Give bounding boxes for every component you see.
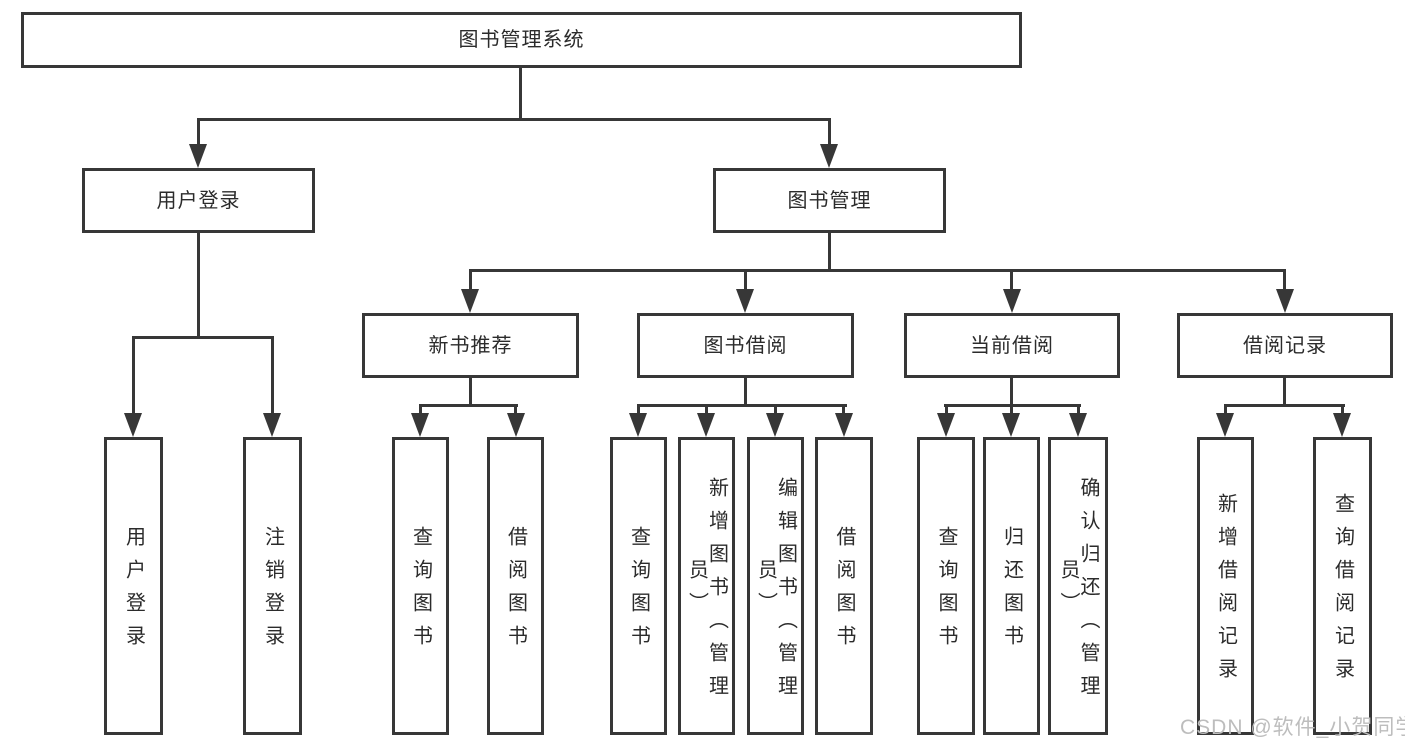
connector-arrow-stem: [842, 406, 845, 416]
leaf-bb-query-books: 查询图书: [610, 437, 667, 735]
arrow-down-icon: [835, 413, 853, 437]
arrow-down-icon: [263, 413, 281, 437]
connector-arrow-stem: [1224, 406, 1227, 416]
arrow-down-icon: [1003, 289, 1021, 313]
connector-arrow-stem: [945, 406, 948, 416]
node-root: 图书管理系统: [21, 12, 1022, 68]
arrow-down-icon: [124, 413, 142, 437]
leaf-cb-confirm-return-admin: 确认归还（管理员）: [1048, 437, 1108, 735]
connector-arrow-stem: [1341, 406, 1344, 416]
node-new-book-recommendation: 新书推荐: [362, 313, 579, 378]
arrow-down-icon: [189, 144, 207, 168]
connector-arrow-stem: [197, 120, 200, 146]
connector-section-branch: [1224, 404, 1345, 407]
connector-section-branch: [637, 404, 847, 407]
connector-section-stem: [469, 378, 472, 407]
node-book-management: 图书管理: [713, 168, 946, 233]
connector-arrow-stem: [1010, 271, 1013, 291]
arrow-down-icon: [411, 413, 429, 437]
arrow-down-icon: [507, 413, 525, 437]
leaf-user-login: 用户登录: [104, 437, 163, 735]
arrow-down-icon: [1216, 413, 1234, 437]
connector-section-branch: [419, 404, 518, 407]
arrow-down-icon: [697, 413, 715, 437]
arrow-down-icon: [461, 289, 479, 313]
arrow-down-icon: [937, 413, 955, 437]
connector-arrow-stem: [637, 406, 640, 416]
connector-arrow-stem: [514, 406, 517, 416]
connector-arrow-stem: [1010, 406, 1013, 416]
connector-userlogin-branch: [132, 336, 274, 339]
connector-arrow-stem: [828, 120, 831, 146]
leaf-cb-query-books: 查询图书: [917, 437, 975, 735]
leaf-bb-edit-book-admin: 编辑图书（管理员）: [747, 437, 804, 735]
arrow-down-icon: [629, 413, 647, 437]
connector-arrow-stem: [744, 271, 747, 291]
connector-root-stem: [519, 68, 522, 121]
connector-root-branch: [197, 118, 831, 121]
node-current-borrowing: 当前借阅: [904, 313, 1120, 378]
connector-arrow-stem: [419, 406, 422, 416]
leaf-bb-borrow-books: 借阅图书: [815, 437, 873, 735]
leaf-br-query-record: 查询借阅记录: [1313, 437, 1372, 735]
connector-arrow-stem: [132, 338, 135, 414]
connector-arrow-stem: [469, 271, 472, 291]
arrow-down-icon: [1276, 289, 1294, 313]
leaf-nb-borrow-books: 借阅图书: [487, 437, 544, 735]
connector-arrow-stem: [1283, 271, 1286, 291]
connector-arrow-stem: [271, 338, 274, 414]
connector-bookmgmt-stem: [828, 233, 831, 272]
arrow-down-icon: [1002, 413, 1020, 437]
arrow-down-icon: [1069, 413, 1087, 437]
node-user-login: 用户登录: [82, 168, 315, 233]
connector-section-stem: [744, 378, 747, 407]
connector-arrow-stem: [774, 406, 777, 416]
connector-arrow-stem: [1077, 406, 1080, 416]
leaf-br-add-record: 新增借阅记录: [1197, 437, 1254, 735]
leaf-cb-return-books: 归还图书: [983, 437, 1040, 735]
leaf-logout: 注销登录: [243, 437, 302, 735]
leaf-bb-add-book-admin: 新增图书（管理员）: [678, 437, 735, 735]
connector-userlogin-stem: [197, 233, 200, 338]
connector-section-stem: [1283, 378, 1286, 407]
connector-arrow-stem: [705, 406, 708, 416]
arrow-down-icon: [820, 144, 838, 168]
watermark: CSDN @软件_小贺同学: [1180, 716, 1405, 739]
arrow-down-icon: [766, 413, 784, 437]
connector-section-stem: [1010, 378, 1013, 407]
connector-section-branch: [944, 404, 1081, 407]
node-borrowing-records: 借阅记录: [1177, 313, 1393, 378]
leaf-nb-query-books: 查询图书: [392, 437, 449, 735]
arrow-down-icon: [1333, 413, 1351, 437]
node-book-borrowing: 图书借阅: [637, 313, 854, 378]
connector-bookmgmt-branch: [469, 269, 1286, 272]
arrow-down-icon: [736, 289, 754, 313]
